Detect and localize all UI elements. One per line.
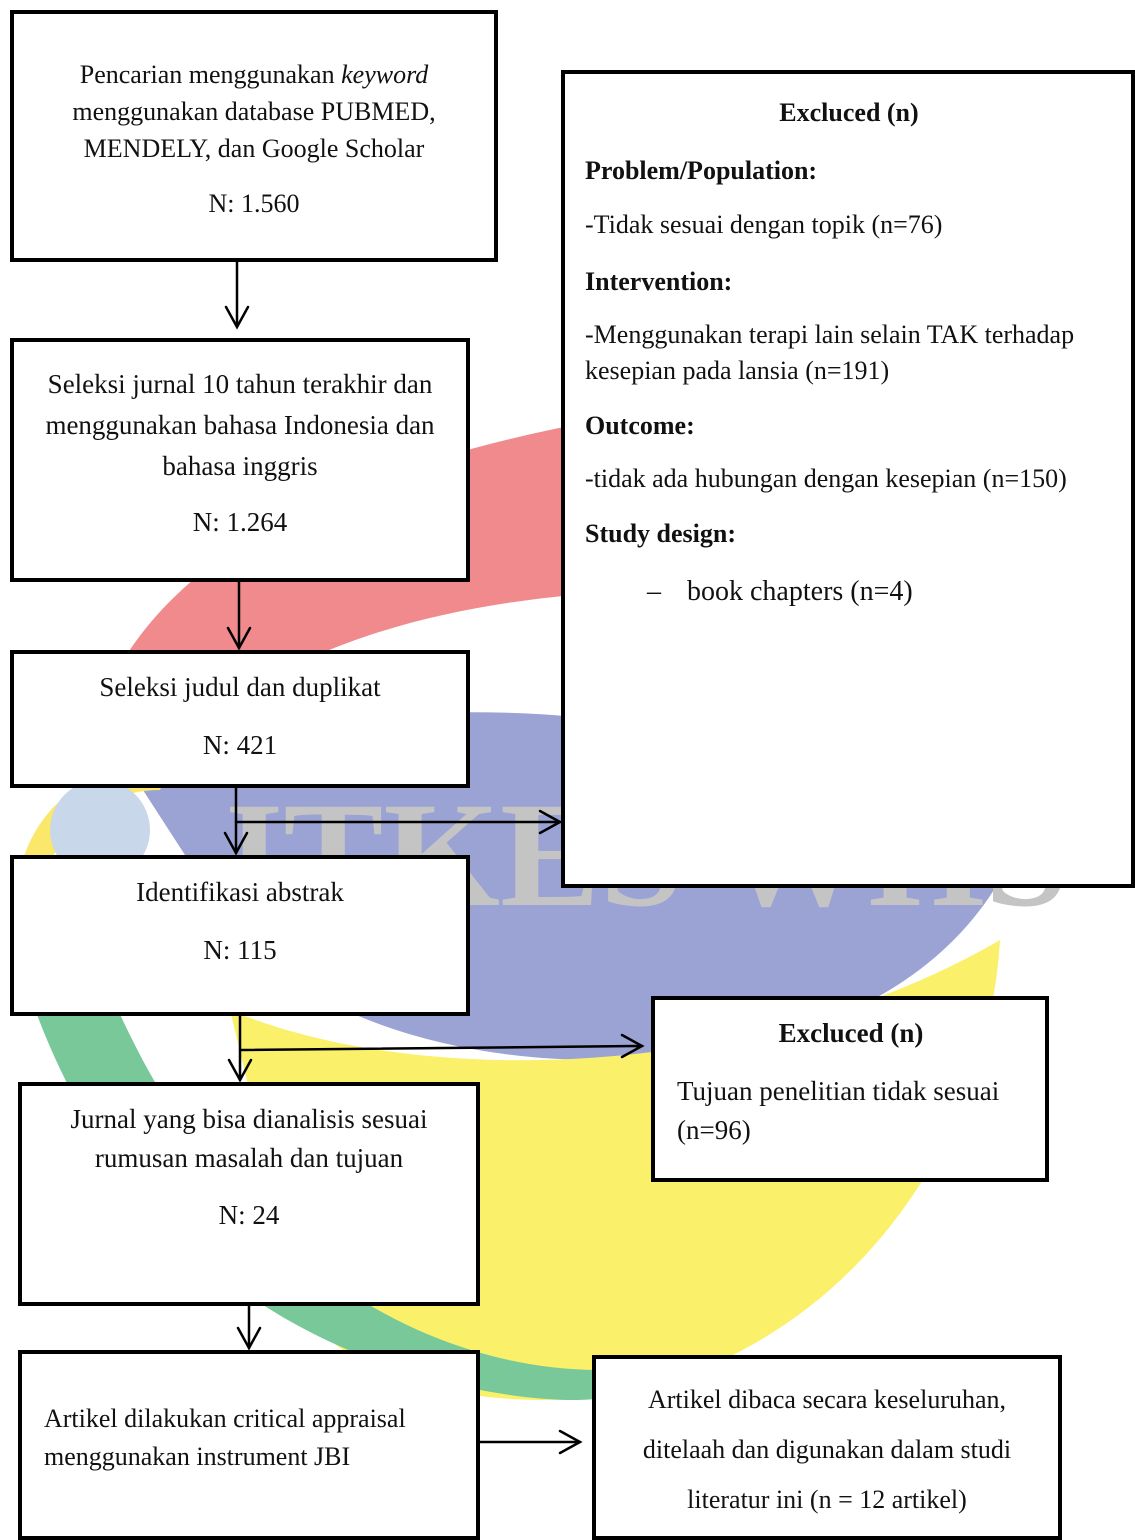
- flow-box-final: Artikel dibaca secara keseluruhan, ditel…: [592, 1355, 1062, 1540]
- flow-box-abstract: Identifikasi abstrak N: 115: [10, 855, 470, 1016]
- arrow-to-excluded-secondary: [238, 1044, 644, 1052]
- intervention-heading: Intervention:: [585, 267, 733, 296]
- title-duplicate-text: Seleksi judul dan duplikat: [99, 672, 381, 702]
- excluded-secondary-box: Excluced (n) Tujuan penelitian tidak ses…: [651, 996, 1049, 1182]
- year-language-text: Seleksi jurnal 10 tahun terakhir dan men…: [45, 369, 435, 481]
- design-bullet: –: [647, 576, 661, 607]
- abstract-count: N: 115: [203, 935, 277, 965]
- design-text: book chapters (n=4): [687, 576, 913, 607]
- year-language-count: N: 1.264: [192, 507, 288, 537]
- appraisal-text: Artikel dilakukan critical appraisal men…: [44, 1404, 406, 1471]
- search-line-2: menggunakan database PUBMED,: [72, 97, 436, 126]
- flow-box-title-duplicate: Seleksi judul dan duplikat N: 421: [10, 650, 470, 788]
- flow-box-year-language: Seleksi jurnal 10 tahun terakhir dan men…: [10, 338, 470, 582]
- analyzable-count: N: 24: [218, 1200, 280, 1230]
- excluded-secondary-title: Excluced (n): [778, 1018, 924, 1048]
- excluded-secondary-text: Tujuan penelitian tidak sesuai (n=96): [677, 1076, 1000, 1145]
- problem-text: -Tidak sesuai dengan topik (n=76): [585, 210, 943, 239]
- analyzable-text: Jurnal yang bisa dianalisis sesuai rumus…: [70, 1104, 428, 1173]
- final-text: Artikel dibaca secara keseluruhan, ditel…: [642, 1385, 1012, 1514]
- abstract-text: Identifikasi abstrak: [136, 877, 344, 907]
- flow-box-search: Pencarian menggunakan keyword menggunaka…: [10, 10, 498, 262]
- flow-box-analyzable: Jurnal yang bisa dianalisis sesuai rumus…: [18, 1082, 480, 1306]
- search-line-1: Pencarian menggunakan keyword: [79, 60, 429, 89]
- design-item: –book chapters (n=4): [585, 573, 1113, 611]
- outcome-text: -tidak ada hubungan dengan kesepian (n=1…: [585, 464, 1067, 493]
- excluded-main-title: Excluced (n): [779, 98, 919, 127]
- search-count: N: 1.560: [208, 189, 300, 218]
- problem-heading: Problem/Population:: [585, 156, 818, 185]
- keyword-italic: keyword: [341, 60, 429, 89]
- title-duplicate-count: N: 421: [202, 730, 278, 760]
- excluded-main-box: Excluced (n) Problem/Population: -Tidak …: [561, 70, 1135, 888]
- design-heading: Study design:: [585, 519, 736, 548]
- search-line-3: MENDELY, dan Google Scholar: [83, 134, 425, 163]
- flow-box-appraisal: Artikel dilakukan critical appraisal men…: [18, 1350, 480, 1540]
- intervention-text: -Menggunakan terapi lain selain TAK terh…: [585, 320, 1075, 385]
- outcome-heading: Outcome:: [585, 411, 695, 440]
